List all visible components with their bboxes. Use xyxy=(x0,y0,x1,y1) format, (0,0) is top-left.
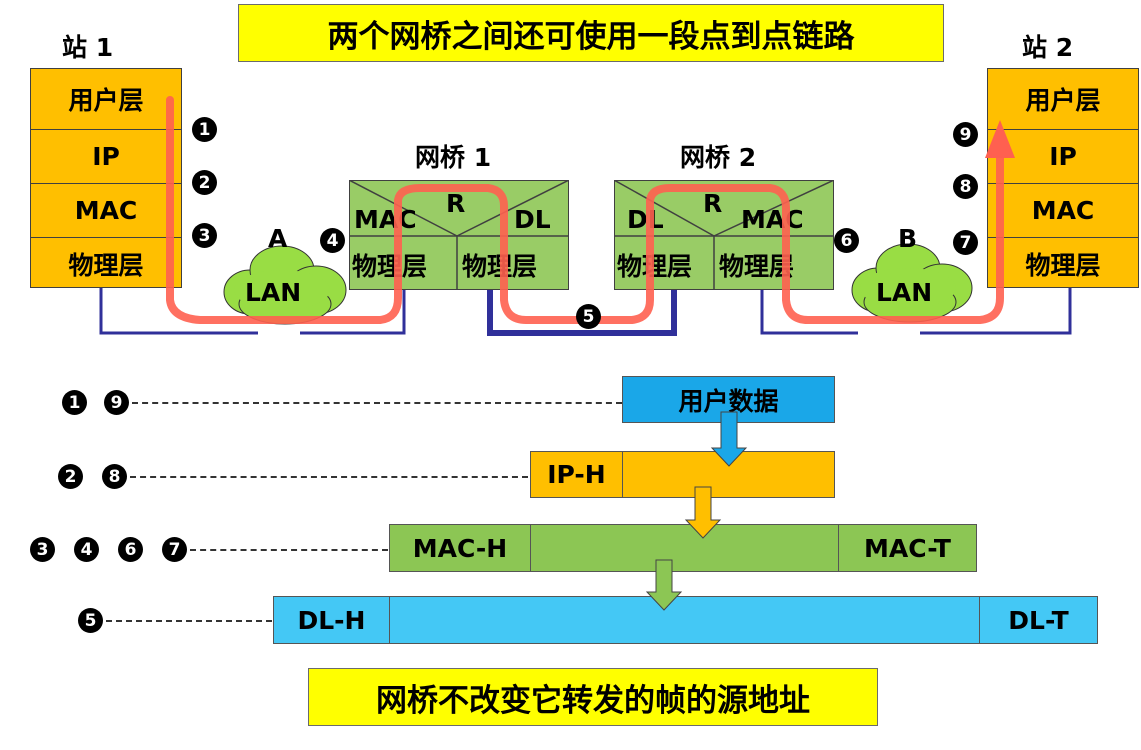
bridge-1-dl: DL xyxy=(514,205,551,234)
marker-4: 4 xyxy=(320,228,345,253)
marker-7: 7 xyxy=(953,230,978,255)
bridge-1: R MAC DL 物理层 物理层 xyxy=(349,180,569,290)
marker-1: 1 xyxy=(192,117,217,142)
bridge-2-physical-right: 物理层 xyxy=(719,252,795,281)
marker-8: 8 xyxy=(953,174,978,199)
station-1-mac-layer: MAC xyxy=(31,183,181,237)
marker-3: 3 xyxy=(192,223,217,248)
bridge-1-physical-right: 物理层 xyxy=(462,252,538,281)
row-mac-leader xyxy=(190,549,388,551)
row-mac-marker-7: 7 xyxy=(162,537,187,562)
mac-trailer: MAC-T xyxy=(838,525,976,571)
bridge-2-label: 网桥 2 xyxy=(680,143,757,172)
ip-packet-bar: IP-H xyxy=(530,451,835,498)
mac-header: MAC-H xyxy=(390,525,531,571)
bridge-1-physical-left: 物理层 xyxy=(352,252,428,281)
row-user-leader xyxy=(132,402,622,404)
lan-b-text: LAN xyxy=(876,278,933,307)
dl-trailer: DL-T xyxy=(979,597,1097,643)
mac-frame-bar: MAC-H MAC-T xyxy=(389,524,977,572)
user-data-label: 用户数据 xyxy=(678,386,779,416)
lan-a-name: A xyxy=(268,224,288,253)
dl-frame-bar: DL-H DL-T xyxy=(273,596,1098,644)
row-ip-marker-2: 2 xyxy=(58,464,83,489)
row-ip-marker-8: 8 xyxy=(102,464,127,489)
row-mac-marker-4: 4 xyxy=(74,537,99,562)
bridge-2: R DL MAC 物理层 物理层 xyxy=(614,180,834,290)
row-dl-marker-5: 5 xyxy=(78,608,103,633)
bridge-2-physical-left: 物理层 xyxy=(617,252,693,281)
station-2-user-layer: 用户层 xyxy=(1025,86,1101,115)
dl-payload xyxy=(390,597,979,643)
bridge-2-relay: R xyxy=(703,189,723,218)
row-user-marker-9: 9 xyxy=(104,390,129,415)
station-1-physical-layer: 物理层 xyxy=(31,237,181,289)
row-ip-leader xyxy=(130,476,528,478)
bridge-2-mac: MAC xyxy=(741,205,804,234)
station-1-ip-layer: IP xyxy=(31,129,181,183)
marker-2: 2 xyxy=(192,170,217,195)
marker-9: 9 xyxy=(953,122,978,147)
station-1-label: 站 1 xyxy=(62,33,114,62)
bridge-1-label: 网桥 1 xyxy=(415,143,492,172)
ip-header: IP-H xyxy=(531,452,623,497)
station-1-stack: 用户层 IP MAC 物理层 xyxy=(30,68,182,288)
row-user-marker-1: 1 xyxy=(62,390,87,415)
user-data-bar: 用户数据 xyxy=(622,376,835,423)
lan-a-text: LAN xyxy=(245,278,302,307)
marker-6: 6 xyxy=(834,228,859,253)
ip-payload xyxy=(623,452,834,497)
station-1-user-layer: 用户层 xyxy=(68,86,144,115)
bridge-1-mac: MAC xyxy=(354,205,417,234)
station-2-label: 站 2 xyxy=(1022,33,1074,62)
diagram-title: 两个网桥之间还可使用一段点到点链路 xyxy=(238,4,944,62)
bridge-2-dl: DL xyxy=(627,205,664,234)
station-2-ip-layer: IP xyxy=(988,129,1138,183)
lan-b-name: B xyxy=(898,224,918,253)
dl-header: DL-H xyxy=(274,597,390,643)
station-2-physical-layer: 物理层 xyxy=(988,237,1138,289)
station-2-mac-layer: MAC xyxy=(988,183,1138,237)
mac-payload xyxy=(531,525,838,571)
row-mac-marker-3: 3 xyxy=(30,537,55,562)
row-dl-leader xyxy=(106,620,272,622)
row-mac-marker-6: 6 xyxy=(118,537,143,562)
bridge-1-relay: R xyxy=(446,189,466,218)
marker-5: 5 xyxy=(576,304,601,329)
station-2-stack: 用户层 IP MAC 物理层 xyxy=(987,68,1139,288)
diagram-footer: 网桥不改变它转发的帧的源地址 xyxy=(308,668,878,726)
